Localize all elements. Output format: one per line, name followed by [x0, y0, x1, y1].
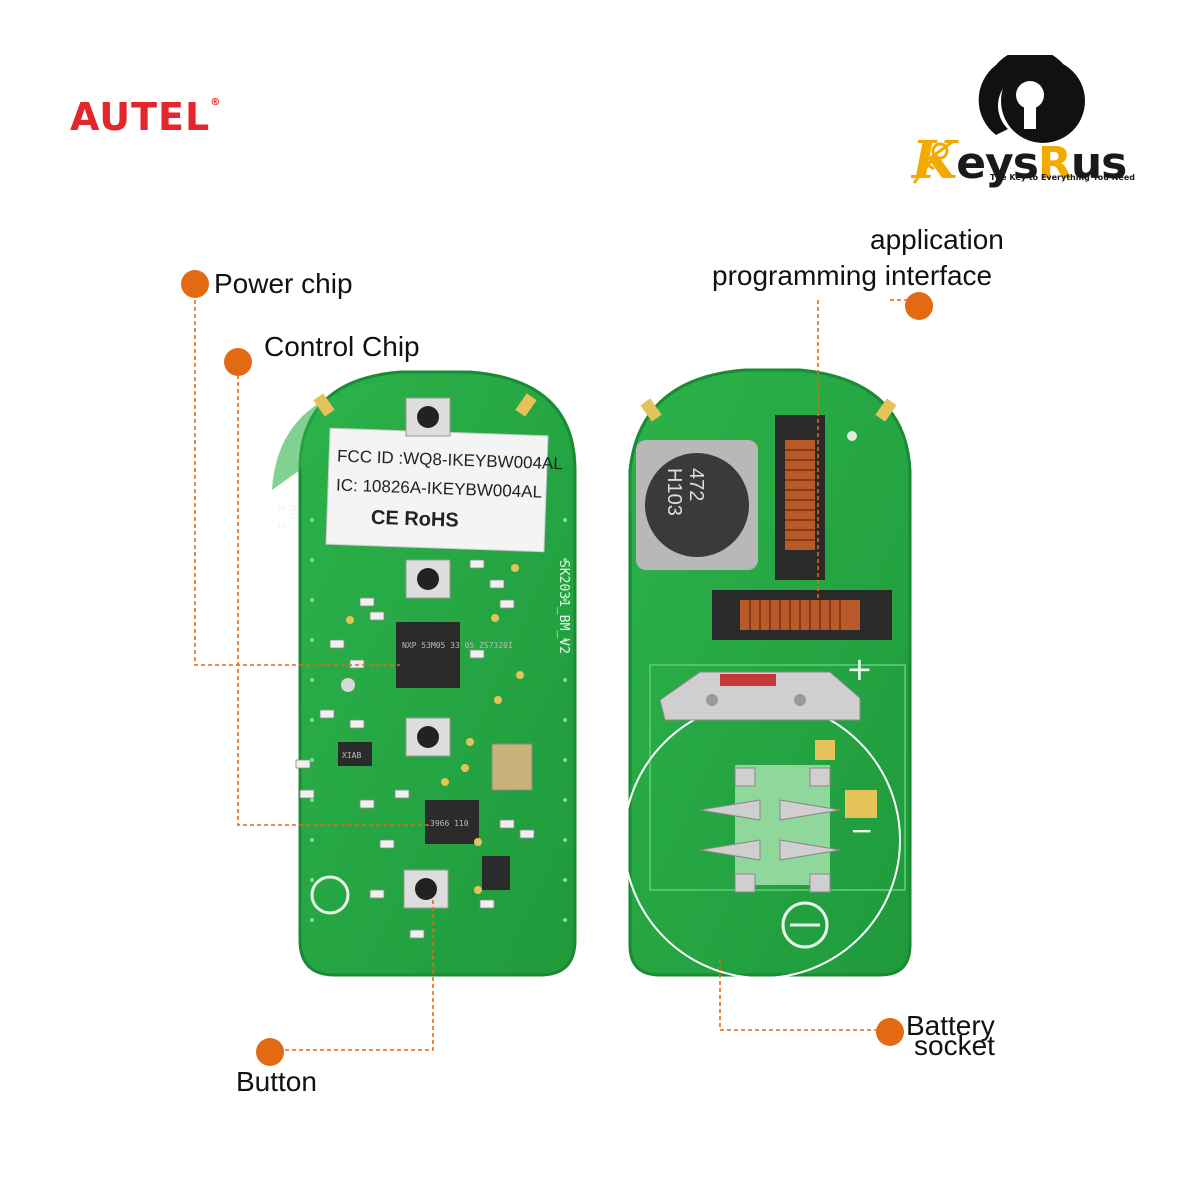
silk-s-text: S: 2 : — [275, 505, 286, 541]
power-chip-label: Power chip — [214, 268, 353, 299]
recycle-mark-icon — [310, 875, 350, 915]
button-leader — [285, 900, 434, 1051]
keysrus-logo-us: us — [1070, 138, 1128, 189]
ce-rohs-text: CE RoHS — [371, 507, 460, 532]
inductor-marking-1: 472 — [685, 468, 707, 501]
left-board-edge-dots — [310, 518, 567, 922]
small-chip — [338, 742, 372, 766]
right-pcb-board: 472 H103 — [623, 368, 912, 979]
battery-clip — [659, 671, 861, 721]
keysrus-tagline: The Key to Everything You Need — [990, 173, 1135, 182]
battery-leader — [719, 960, 880, 1031]
api-label-line2: programming interface — [712, 260, 993, 291]
control-chip-dot — [224, 348, 252, 376]
api-label-line1: application — [870, 224, 1004, 255]
battery-label-line1: Battery — [906, 1010, 995, 1041]
battery-dot — [876, 1018, 904, 1046]
inductor-marking-2: H103 — [663, 468, 685, 516]
transistor — [482, 856, 510, 890]
keysrus-logo: KeysRus — [912, 130, 1128, 191]
tact-switch-2 — [405, 559, 451, 599]
small-chip-marking: XIAB — [342, 751, 361, 760]
battery-label-line2: socket — [914, 1030, 995, 1061]
keysrus-logo-r: R — [1037, 138, 1072, 189]
callout-leader-lines — [194, 299, 910, 1051]
plus-mark: + — [846, 650, 873, 688]
tact-switch-3 — [405, 717, 451, 757]
api-dot — [905, 292, 933, 320]
left-pcb-board: FCC ID :WQ8-IKEYBW004AL IC: 10826A-IKEYB… — [272, 370, 577, 977]
registered-mark: ® — [210, 97, 222, 108]
button-label: Button — [236, 1066, 317, 1097]
tact-switch-1 — [405, 397, 451, 437]
crystal-oscillator — [491, 743, 533, 791]
keysrus-logo-k: K — [912, 130, 957, 191]
minus-mark-small: − — [850, 814, 873, 847]
button-dot — [256, 1038, 284, 1066]
control-chip-marking: NXP 53M05 33 05 ZS7320I — [402, 641, 513, 650]
control-chip — [396, 622, 460, 688]
silk-model-text: SK2031_BM_V2 — [556, 560, 571, 654]
autel-logo: AUTEL® — [70, 95, 221, 139]
battery-pad — [845, 790, 877, 818]
smd-components — [295, 559, 535, 939]
battery-spring-contact — [699, 765, 841, 893]
keysrus-logo-eys: eys — [956, 138, 1039, 189]
silk-mtl-text: MTL — [287, 505, 298, 523]
keyhole-icon — [912, 55, 1085, 184]
test-pads — [341, 564, 524, 894]
tact-switch-4 — [403, 869, 449, 909]
control-chip-label: Control Chip — [264, 331, 420, 362]
power-chip-leader — [194, 300, 400, 666]
negative-terminal-icon — [781, 901, 829, 949]
power-chip-dot — [181, 270, 209, 298]
horizontal-coil-antenna — [712, 590, 892, 640]
autel-logo-text: AUTEL — [70, 95, 211, 139]
power-inductor: 472 H103 — [636, 440, 758, 570]
power-chip — [425, 800, 479, 844]
vertical-coil-antenna — [775, 415, 825, 580]
power-chip-marking: 3966 110 — [430, 819, 469, 828]
control-chip-leader — [237, 375, 430, 826]
